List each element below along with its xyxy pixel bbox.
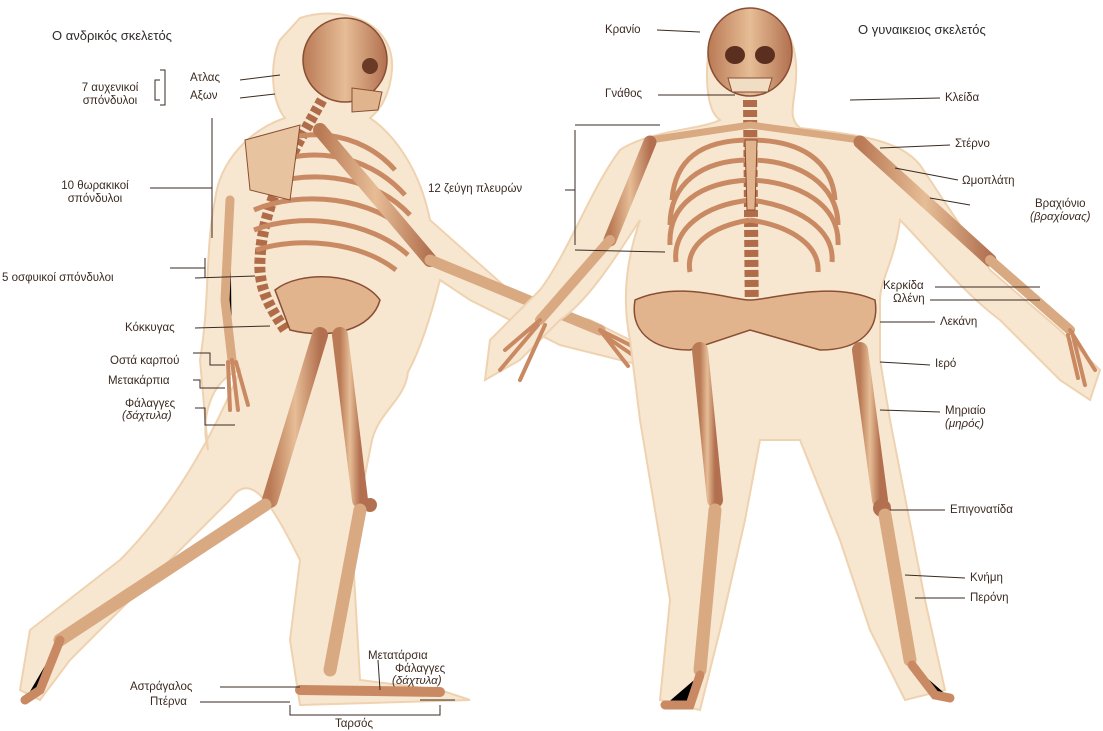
female-teeth xyxy=(728,78,772,92)
label-thoracic-1: 10 θωρακικοί xyxy=(40,180,150,193)
male-jaw xyxy=(352,88,382,112)
label-fibula: Περόνη xyxy=(970,592,1009,605)
label-scapula: Ωμοπλάτη xyxy=(962,175,1015,188)
label-sacrum: Ιερό xyxy=(935,358,956,371)
female-sternum xyxy=(745,140,757,210)
male-left-arm xyxy=(225,200,232,360)
label-ribs: 12 ζεύγη πλευρών xyxy=(428,183,522,196)
label-lumbar: 5 οσφυικοί σπόνδυλοι xyxy=(2,272,114,285)
label-atlas: Ατλας xyxy=(190,72,220,85)
label-patella: Επιγονατίδα xyxy=(950,504,1013,517)
label-thoracic-2: σπόνδυλοι xyxy=(40,193,150,206)
male-eye-socket xyxy=(362,58,378,74)
label-metacarpals: Μετακάρπια xyxy=(108,375,170,388)
label-tibia: Κνήμη xyxy=(970,572,1003,585)
label-carpals: Οστά καρπού xyxy=(110,355,179,368)
label-coccyx: Κόκκυγας xyxy=(125,322,175,335)
label-humerus: Βραχιόνιο xyxy=(1035,198,1086,211)
label-phalanges-sub: (δάχτυλα) xyxy=(122,410,172,423)
female-skeleton-title: Ο γυναικειος σκελετός xyxy=(858,22,986,37)
label-metatarsals: Μετατάρσια xyxy=(368,650,428,663)
label-femur: Μηριαίο xyxy=(945,405,986,418)
female-spine xyxy=(750,100,752,330)
label-cervical-2: σπόνδυλοι xyxy=(60,95,160,108)
female-left-eye xyxy=(725,46,745,64)
label-heel: Πτέρνα xyxy=(150,696,187,709)
label-pelvis: Λεκάνη xyxy=(940,316,977,329)
label-ulna: Ωλένη xyxy=(893,293,925,306)
male-front-foot xyxy=(300,690,440,692)
label-clavicle: Κλείδα xyxy=(945,92,979,105)
label-sternum: Στέρνο xyxy=(955,138,990,151)
label-foot-phalanges-sub: (δάχτυλα) xyxy=(392,675,442,688)
label-humerus-sub: (βραχίονας) xyxy=(1030,211,1091,224)
label-femur-sub: (μηρός) xyxy=(945,418,984,431)
label-talus: Αστράγαλος xyxy=(130,681,192,694)
label-jaw: Γνάθος xyxy=(605,88,642,101)
label-tarsus: Ταρσός xyxy=(335,718,373,731)
label-cervical-1: 7 αυχενικοί xyxy=(60,82,160,95)
label-skull: Κρανίο xyxy=(605,24,641,37)
female-right-eye xyxy=(755,46,775,64)
label-axon: Αξων xyxy=(190,90,218,103)
male-skeleton-title: Ο ανδρικός σκελετός xyxy=(52,28,172,43)
female-body-outline xyxy=(485,12,1100,710)
label-radius: Κερκίδα xyxy=(883,280,924,293)
